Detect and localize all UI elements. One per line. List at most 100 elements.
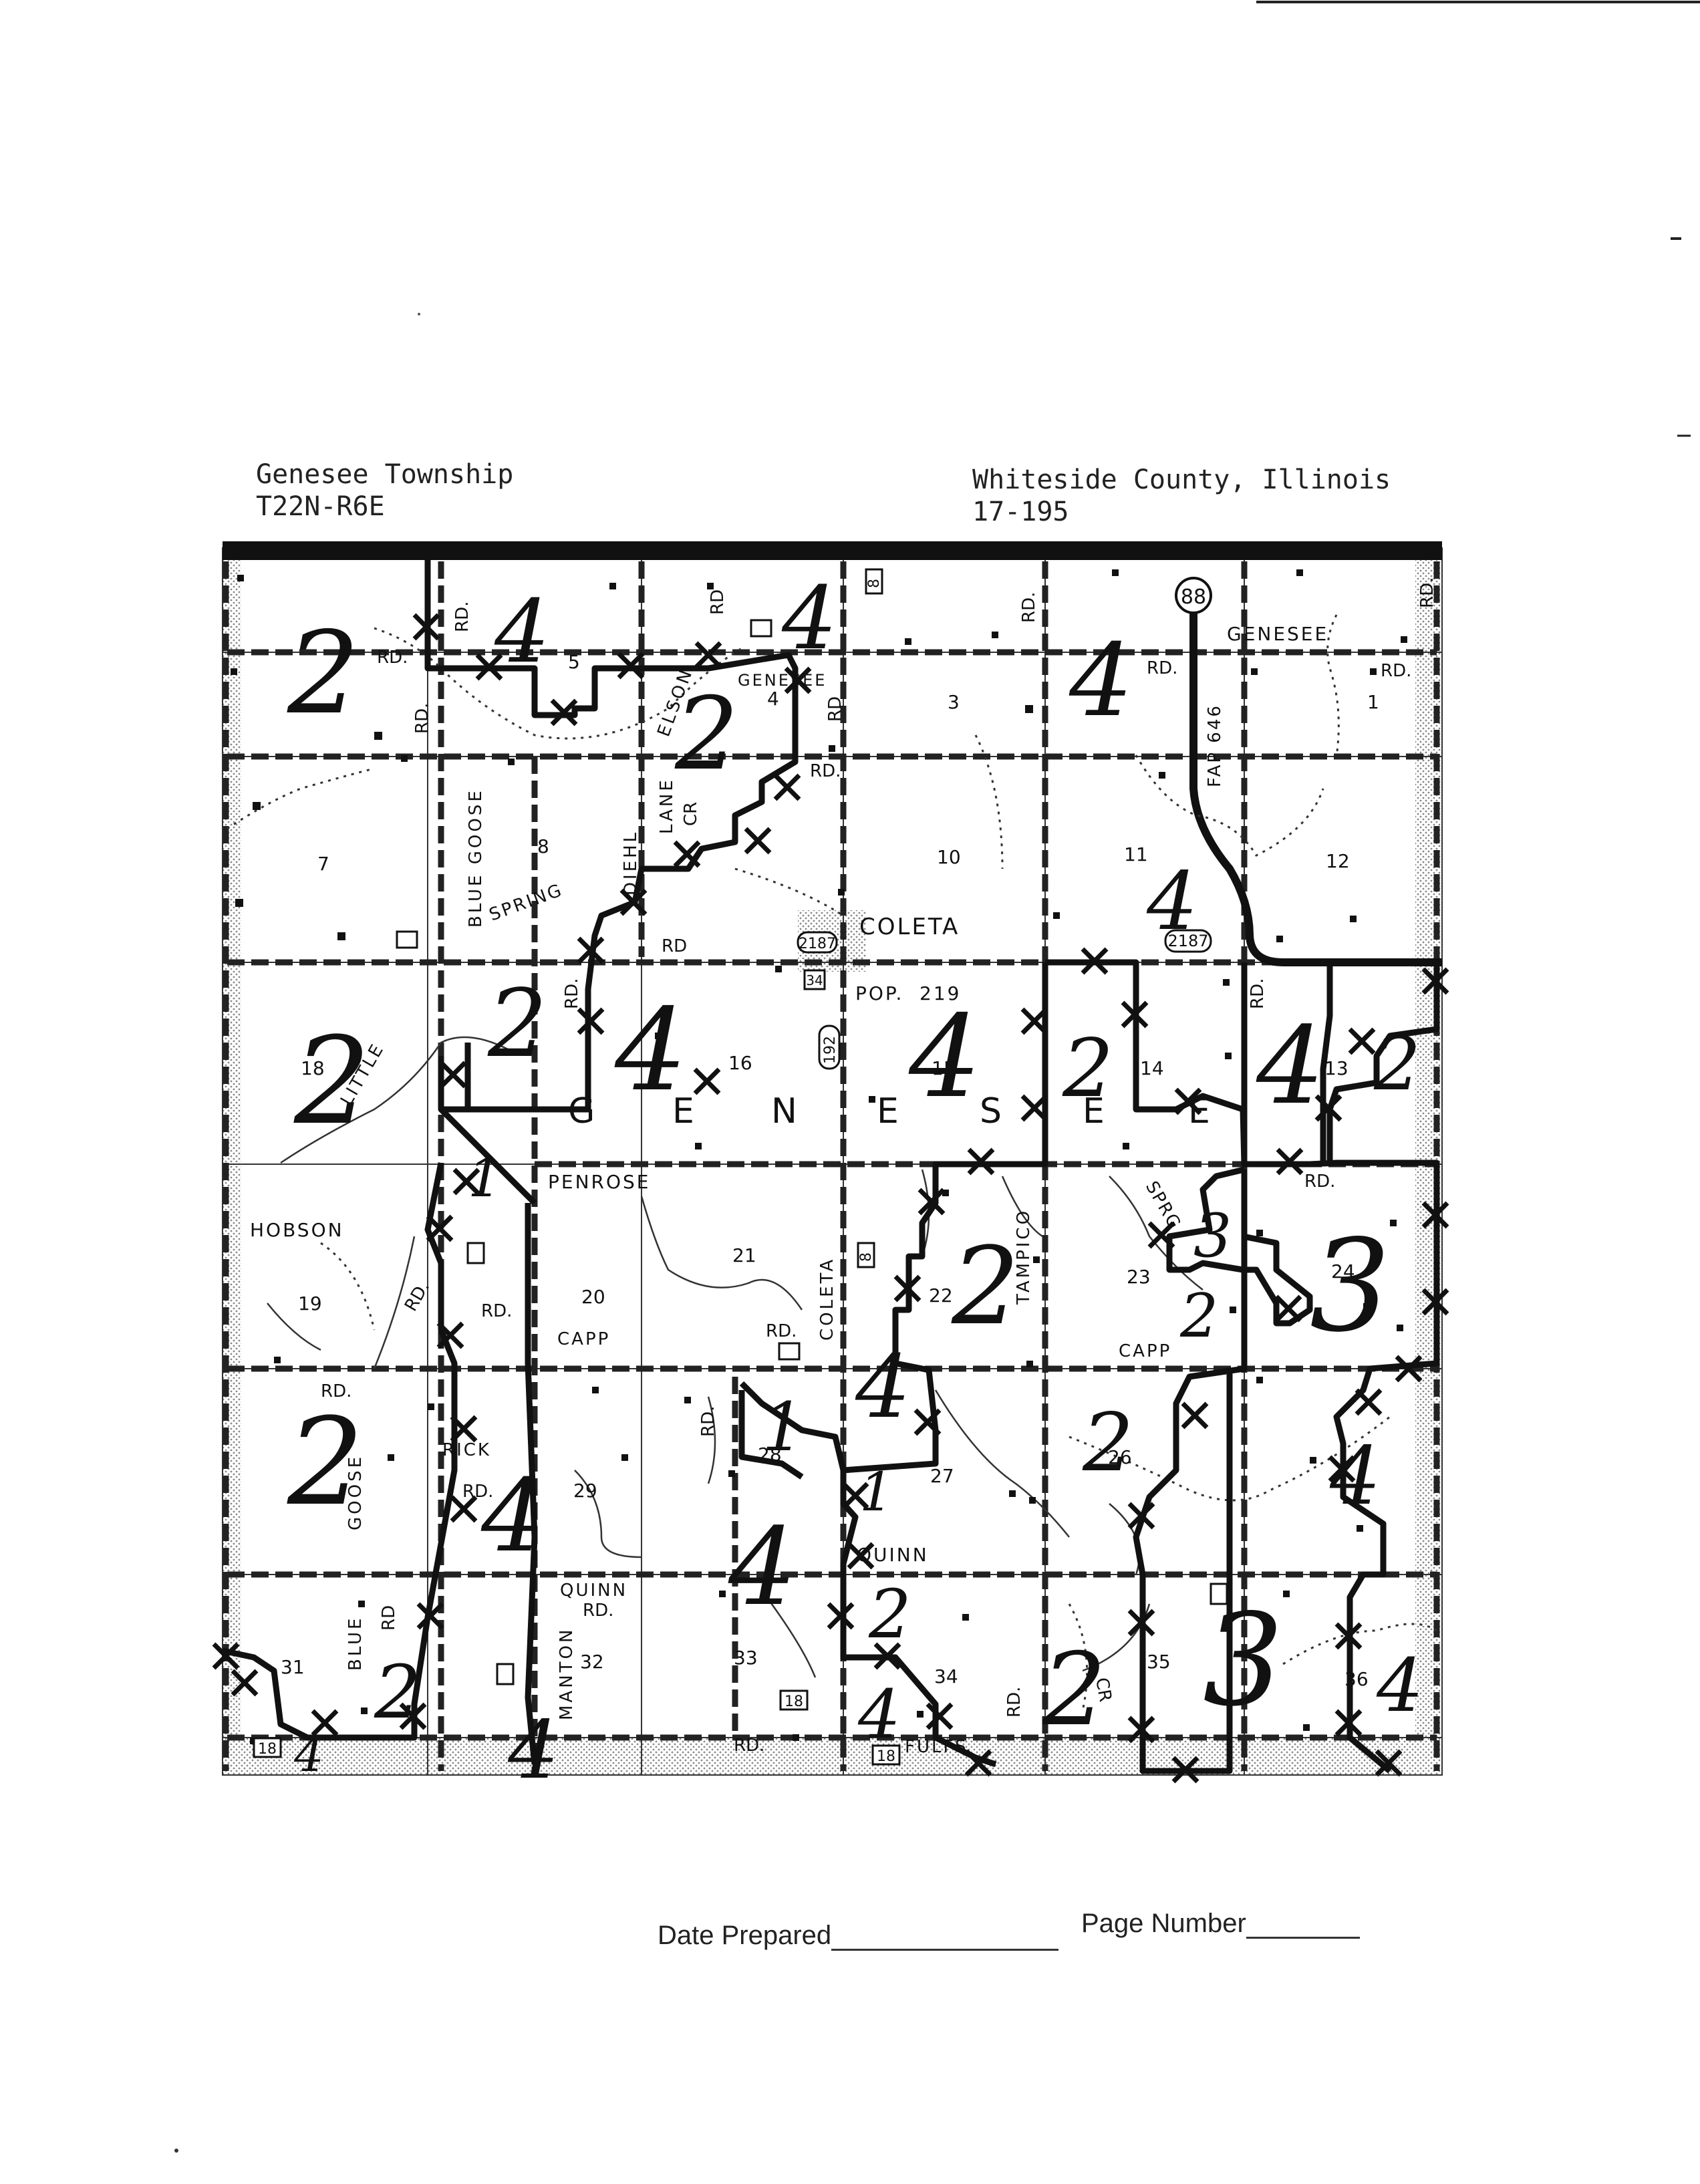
route-192-label: 192 — [822, 1036, 839, 1064]
section-number: 3 — [948, 691, 960, 713]
county-code: 17-195 — [972, 497, 1069, 527]
section-number: 10 — [937, 846, 961, 868]
section-number: 20 — [581, 1286, 605, 1308]
section-number: 21 — [732, 1244, 756, 1266]
road-label-rick: RICK — [442, 1440, 491, 1460]
section-number: 7 — [317, 853, 329, 875]
road-label: RD. — [1248, 978, 1268, 1009]
place-label-pop: POP. — [855, 982, 903, 1004]
road-label: RD. — [462, 1482, 493, 1502]
road-label: RD. — [412, 703, 432, 734]
section-number: 24 — [1331, 1260, 1355, 1282]
place-label-pop-number: 219 — [919, 982, 961, 1004]
district-number: 2 — [1179, 1281, 1218, 1351]
road-label: RD. — [452, 601, 472, 632]
road-label: RD. — [734, 1736, 764, 1756]
district-number: 4 — [728, 1504, 797, 1629]
road-label: RD. — [1417, 577, 1437, 608]
route-18-label-west: 18 — [258, 1741, 277, 1758]
route-shields: 88 2187 2187 34 192 18 18 18 8 8 — [253, 568, 1212, 1766]
road-label-fulfs: FULFS — [905, 1737, 968, 1757]
township-letter: E — [1083, 1091, 1105, 1131]
place-labels: GENESEE GENESEE COLETA PENROSE HOBSON QU… — [250, 623, 1328, 1566]
section-number: 14 — [1140, 1057, 1164, 1079]
section-number: 16 — [728, 1052, 752, 1074]
road-label-lane: LANE — [657, 777, 677, 834]
footer-page: Page Number — [1081, 1909, 1360, 1939]
district-number: 4 — [1329, 1430, 1381, 1523]
cemetery-marks — [396, 619, 1228, 1685]
road-label-goose: GOOSE — [345, 1454, 366, 1530]
section-number: 31 — [281, 1656, 305, 1678]
district-number: 2 — [374, 1649, 421, 1735]
route-8-shield-north — [865, 568, 883, 595]
place-label-genesee-ne: GENESEE — [1227, 623, 1328, 645]
district-number: 4 — [480, 1458, 545, 1575]
road-label: RD — [708, 589, 728, 615]
section-number: 18 — [301, 1057, 325, 1079]
section-number: 36 — [1344, 1668, 1369, 1690]
road-label-manton: MANTON — [557, 1627, 577, 1720]
page-number-field[interactable] — [1246, 1913, 1360, 1939]
creek-label-spring-east: SPRG — [1141, 1178, 1185, 1234]
township-letter: N — [771, 1091, 797, 1131]
date-prepared-field[interactable] — [831, 1925, 1059, 1951]
page-number-label: Page Number — [1081, 1909, 1246, 1938]
district-number: 2 — [287, 607, 360, 740]
road-label: RD. — [766, 1321, 797, 1341]
township-letter: E — [672, 1091, 694, 1131]
district-number: 2 — [287, 1393, 364, 1532]
road-label: RD. — [698, 1406, 718, 1437]
section-number: 28 — [758, 1444, 782, 1466]
route-2187-shield-east — [1164, 929, 1212, 953]
section-number: 27 — [930, 1465, 954, 1487]
section-number: 19 — [298, 1292, 322, 1315]
district-number: 4 — [1256, 1003, 1324, 1128]
district-number: 4 — [1146, 855, 1197, 948]
route-8-label-north: 8 — [866, 579, 883, 588]
district-number: 3 — [1203, 1587, 1284, 1734]
page-speck — [174, 2149, 178, 2153]
route-2187-label: 2187 — [799, 936, 836, 952]
section-number: 29 — [573, 1480, 597, 1502]
x-marks — [212, 613, 1449, 1784]
section-number: 11 — [1124, 843, 1148, 865]
section-number: 8 — [537, 835, 549, 857]
township-letter: G — [568, 1091, 595, 1131]
township-letter: S — [980, 1091, 1002, 1131]
district-number: 2 — [1042, 1632, 1106, 1748]
township-code: T22N-R6E — [256, 491, 385, 522]
route-34-label: 34 — [806, 972, 823, 988]
route-18-shield-mid — [779, 1689, 809, 1711]
district-number: 4 — [908, 991, 981, 1123]
road-label: RD. — [1147, 658, 1177, 678]
place-label-penrose: PENROSE — [548, 1171, 650, 1193]
section-number: 26 — [1108, 1446, 1132, 1468]
creek-label-spring: SPRING — [486, 880, 566, 926]
county-name: Whiteside County, Illinois — [972, 464, 1391, 495]
section-number: 32 — [580, 1651, 604, 1673]
road-label: RD — [662, 936, 687, 956]
creeks — [227, 614, 1437, 1712]
road-label-fap646: FAP 646 — [1205, 704, 1225, 787]
north-boundary — [223, 541, 1442, 560]
section-number: 23 — [1127, 1266, 1151, 1288]
district-number: 4 — [855, 1336, 911, 1438]
route-34-shield — [803, 969, 826, 990]
place-label-quinn: QUINN — [857, 1544, 929, 1566]
district-number: 4 — [293, 1728, 324, 1782]
district-number: 2 — [293, 1012, 371, 1151]
district-number: 2 — [674, 676, 738, 793]
district-number: 3 — [1310, 1212, 1391, 1360]
road-label: RD. — [321, 1381, 351, 1401]
route-8-label-south: 8 — [858, 1252, 875, 1262]
district-number: 4 — [494, 581, 550, 682]
section-number: 13 — [1324, 1057, 1349, 1079]
route-18-shield-west — [253, 1737, 282, 1758]
route-88-shield — [1175, 577, 1212, 614]
road-label: RD. — [481, 1301, 512, 1321]
section-number: 34 — [934, 1665, 958, 1687]
district-number: 4 — [1069, 623, 1133, 739]
